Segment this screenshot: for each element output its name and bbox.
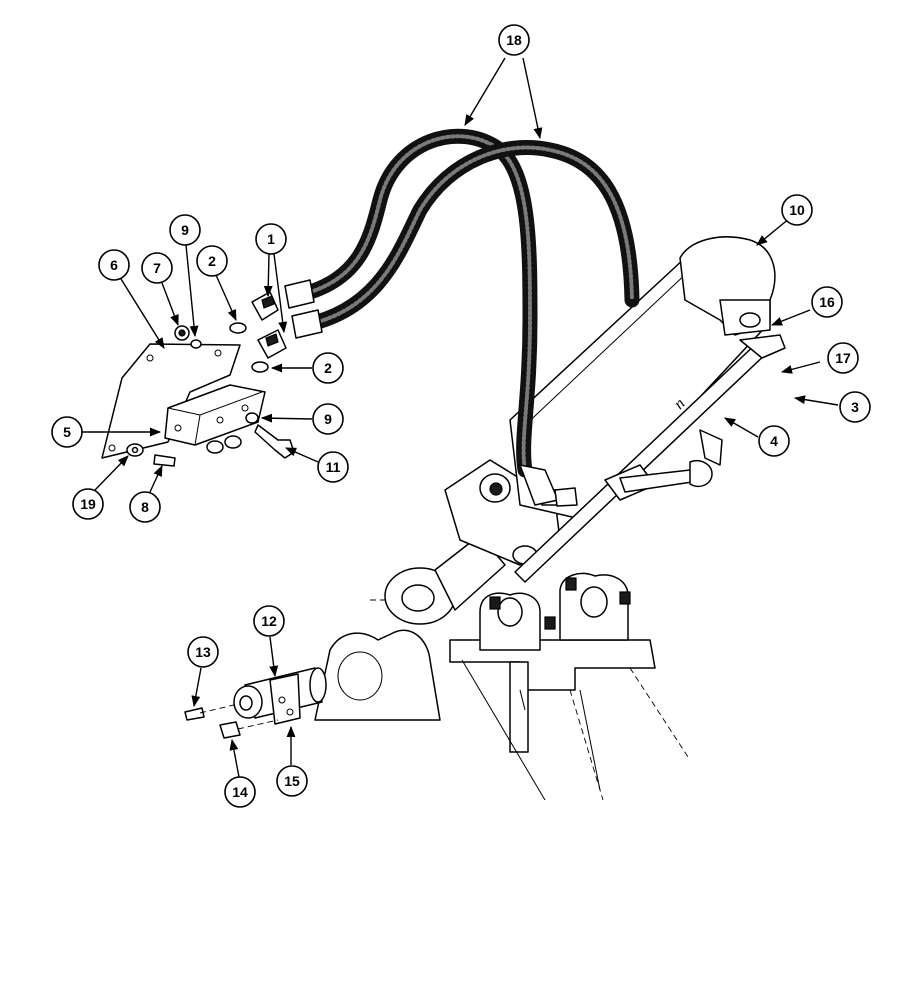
svg-text:15: 15	[284, 773, 300, 789]
callout-5: 5	[51, 416, 83, 448]
callout-19: 19	[72, 488, 104, 520]
callout-10: 11	[317, 451, 349, 483]
callout-2-top: 2	[196, 245, 228, 277]
callout-1: 1	[255, 223, 287, 255]
callout-18: 17	[827, 342, 859, 374]
svg-text:13: 13	[195, 644, 211, 660]
callout-4: 4	[758, 425, 790, 457]
callout-13: 13	[187, 636, 219, 668]
callout-3: 3	[839, 391, 871, 423]
callout-17: 16	[811, 286, 843, 318]
svg-text:3: 3	[851, 399, 859, 415]
svg-text:7: 7	[153, 260, 161, 276]
pivot-pin-assembly	[184, 667, 327, 739]
tube-assembly	[514, 334, 786, 583]
svg-text:2: 2	[324, 360, 332, 376]
leader-lines	[82, 57, 839, 778]
svg-text:16: 16	[819, 294, 835, 310]
callout-12: 12	[253, 605, 285, 637]
svg-text:1: 1	[267, 231, 275, 247]
callout-9-top: 9	[169, 214, 201, 246]
callout-9-bottom: 9	[312, 403, 344, 435]
hydraulic-hoses	[284, 128, 640, 507]
callout-7: 7	[141, 252, 173, 284]
svg-text:12: 12	[261, 613, 277, 629]
svg-text:19: 19	[80, 496, 96, 512]
callout-14: 14	[224, 776, 256, 808]
svg-text:5: 5	[63, 424, 71, 440]
callout-8: 8	[129, 491, 161, 523]
svg-text:18: 18	[506, 32, 522, 48]
svg-text:14: 14	[232, 784, 248, 800]
callout-16: 18	[498, 24, 530, 56]
callout-6: 6	[98, 249, 130, 281]
svg-text:17: 17	[835, 350, 851, 366]
callouts: 18 10 16 17 3 4 1 9 2 6 7 2 9 5 11 19 8 …	[51, 24, 871, 808]
svg-text:2: 2	[208, 253, 216, 269]
svg-text:6: 6	[110, 257, 118, 273]
svg-text:8: 8	[141, 499, 149, 515]
callout-15: 15	[276, 765, 308, 797]
svg-text:4: 4	[770, 433, 778, 449]
machine-frame	[314, 572, 691, 801]
svg-text:11: 11	[326, 459, 341, 475]
callout-11: 10	[781, 194, 813, 226]
svg-text:9: 9	[324, 411, 332, 427]
valve-assembly	[101, 291, 295, 467]
svg-text:9: 9	[181, 222, 189, 238]
callout-2-bottom: 2	[312, 352, 344, 384]
svg-text:10: 10	[789, 202, 805, 218]
hydraulic-cylinder: n	[384, 236, 776, 625]
